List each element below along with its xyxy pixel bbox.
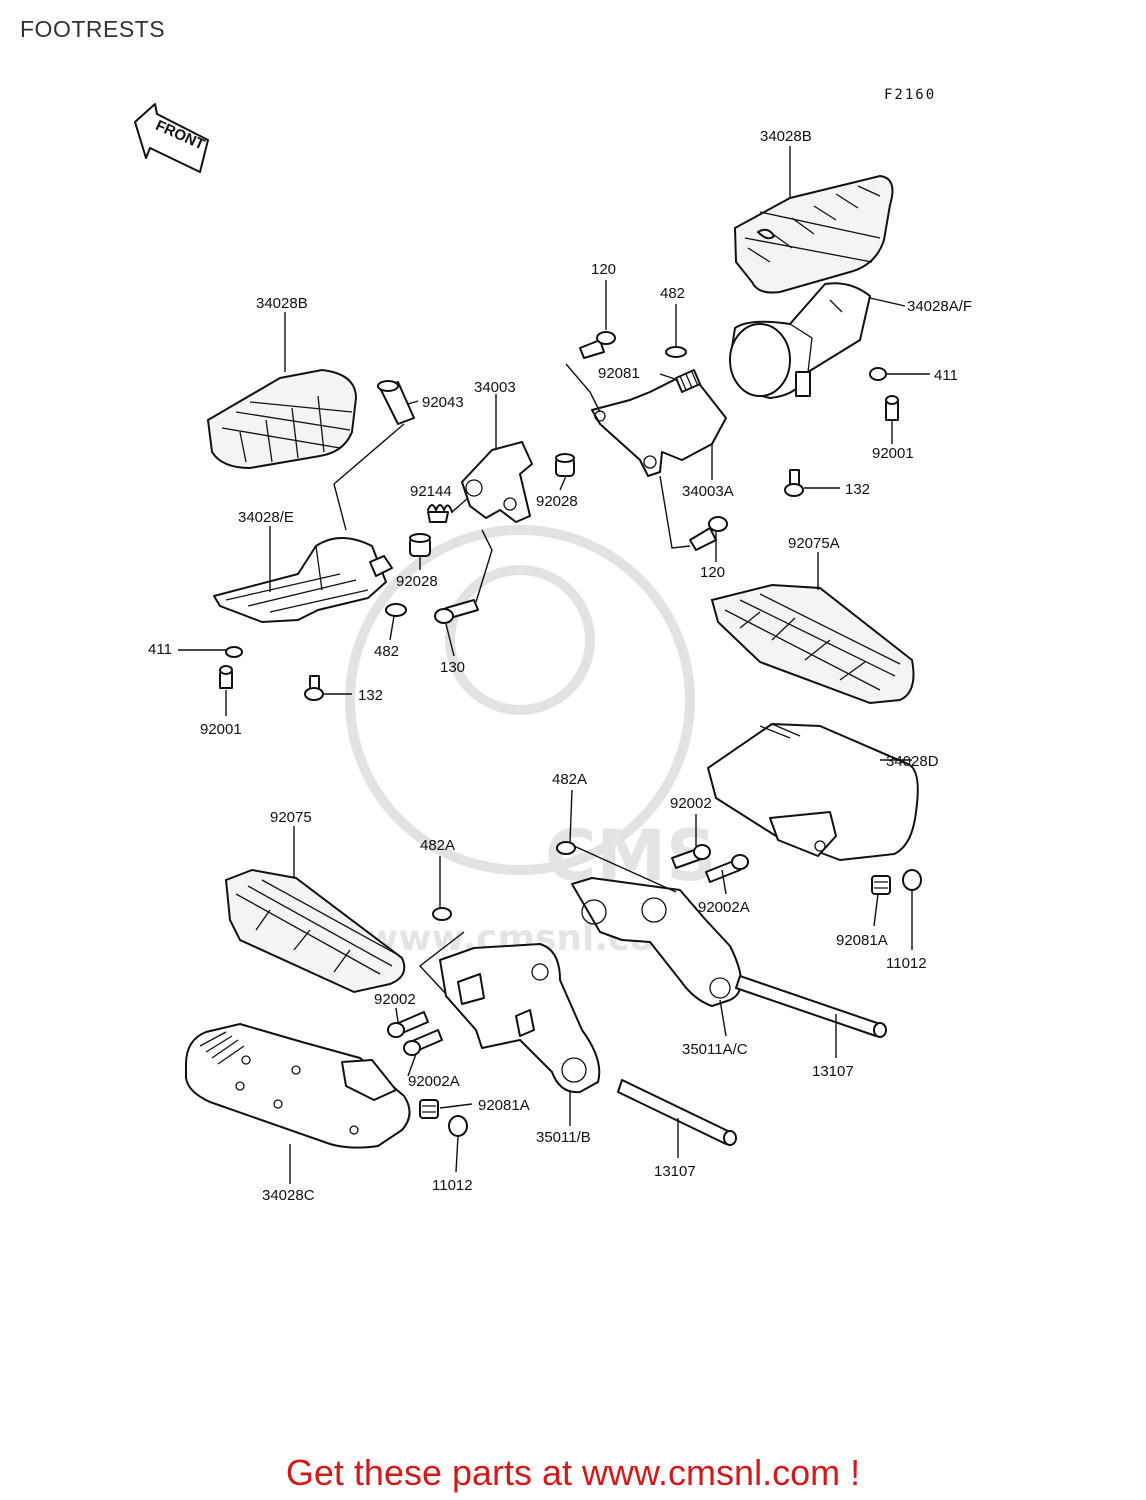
label-92081a-left: 92081A (478, 1097, 530, 1114)
label-34028af: 34028A/F (907, 298, 972, 315)
part-92002a-bolt-right (705, 854, 749, 883)
label-34028d: 34028D (886, 753, 939, 770)
part-92028-bushing-upper (555, 453, 575, 477)
part-34028e-footpeg (213, 537, 393, 623)
part-120-bolt-top (579, 331, 616, 359)
label-92002-left: 92002 (374, 991, 416, 1008)
label-92075: 92075 (270, 809, 312, 826)
label-92028-lower: 92028 (396, 573, 438, 590)
part-132-bolt-right (784, 469, 804, 497)
page-title: FOOTRESTS (20, 16, 166, 42)
label-35011b: 35011/B (536, 1129, 591, 1146)
front-arrow-icon: FRONT (134, 103, 209, 173)
part-92001-fitting-left (219, 665, 233, 689)
label-92002-right: 92002 (670, 795, 712, 812)
part-482a-clip-upper (556, 841, 576, 855)
label-92002a-right: 92002A (698, 899, 750, 916)
part-92028-bushing-lower (409, 533, 431, 557)
figure-code: F2160 (884, 87, 936, 103)
part-92081-spring-top (675, 369, 701, 393)
part-411-clip-left (225, 646, 243, 658)
part-34003a-bracket (591, 371, 727, 477)
part-11012-cap-right (902, 869, 922, 891)
part-34028c-floorboard (185, 1023, 411, 1149)
part-92075-rubber (224, 868, 406, 994)
label-92081-top: 92081 (598, 365, 640, 382)
label-92075a: 92075A (788, 535, 840, 552)
label-92081a-right: 92081A (836, 932, 888, 949)
label-120-top: 120 (591, 261, 616, 278)
part-13107-rod-left (617, 1079, 737, 1146)
watermark-ring (345, 525, 695, 875)
label-11012-left: 11012 (432, 1177, 473, 1194)
part-482-washer-left (385, 603, 407, 617)
label-92001-left: 92001 (200, 721, 242, 738)
label-92001-right: 92001 (872, 445, 914, 462)
part-482-washer-top (665, 346, 687, 358)
watermark-face (445, 565, 595, 715)
label-34003: 34003 (474, 379, 516, 396)
label-34003a: 34003A (682, 483, 734, 500)
label-411-left: 411 (148, 641, 172, 658)
leader-lines (178, 146, 930, 1184)
label-35011ac: 35011A/C (682, 1041, 748, 1058)
part-34028d-floorboard (707, 723, 919, 861)
part-120-bolt-bottom (689, 516, 728, 551)
part-132-bolt-left (304, 675, 324, 701)
part-92075a-rubber (710, 583, 915, 705)
label-411-right: 411 (934, 367, 958, 384)
label-132-right: 132 (845, 481, 870, 498)
label-130: 130 (440, 659, 465, 676)
promo-footer[interactable]: Get these parts at www.cmsnl.com ! (285, 1452, 861, 1493)
label-13107-right: 13107 (812, 1063, 854, 1080)
label-132-left: 132 (358, 687, 383, 704)
part-92002-bolt-left (387, 1011, 429, 1038)
label-34028c: 34028C (262, 1187, 315, 1204)
label-92144: 92144 (410, 483, 452, 500)
part-13107-rod-right (735, 975, 887, 1038)
part-34028b-left-rubber (206, 368, 358, 470)
label-11012-right: 11012 (886, 955, 927, 972)
label-92002a-left: 92002A (408, 1073, 460, 1090)
part-130-bolt (434, 599, 479, 624)
part-34028b-right-rubber (733, 174, 894, 294)
part-11012-cap-left (448, 1115, 468, 1137)
label-482-top: 482 (660, 285, 685, 302)
label-92028-upper: 92028 (536, 493, 578, 510)
part-92002a-bolt-left (403, 1029, 443, 1056)
part-482a-clip-lower (432, 907, 452, 921)
part-92081a-spring-left (419, 1099, 439, 1119)
part-92144-spring (427, 504, 453, 523)
label-13107-left: 13107 (654, 1163, 696, 1180)
part-411-clip-right (869, 367, 887, 381)
part-92001-fitting-right (885, 395, 899, 421)
label-92043: 92043 (422, 394, 464, 411)
label-120-bottom: 120 (700, 564, 725, 581)
part-35011ac-bracket (571, 877, 742, 1007)
part-92081a-spring-right (871, 875, 891, 895)
label-482a-lower: 482A (420, 837, 455, 854)
part-34028af-footpeg (729, 282, 871, 399)
part-34003-bracket (461, 441, 533, 523)
part-92002-bolt-right (671, 844, 711, 869)
part-92043-pin (377, 380, 415, 425)
label-482-left: 482 (374, 643, 399, 660)
label-34028b-left: 34028B (256, 295, 308, 312)
label-482a-upper: 482A (552, 771, 587, 788)
part-35011b-bracket (439, 943, 601, 1094)
label-34028e: 34028/E (238, 509, 294, 526)
part-number-labels: 34028B 120 482 34028A/F 92081 411 92001 … (148, 128, 972, 1204)
label-34028b-right: 34028B (760, 128, 812, 145)
